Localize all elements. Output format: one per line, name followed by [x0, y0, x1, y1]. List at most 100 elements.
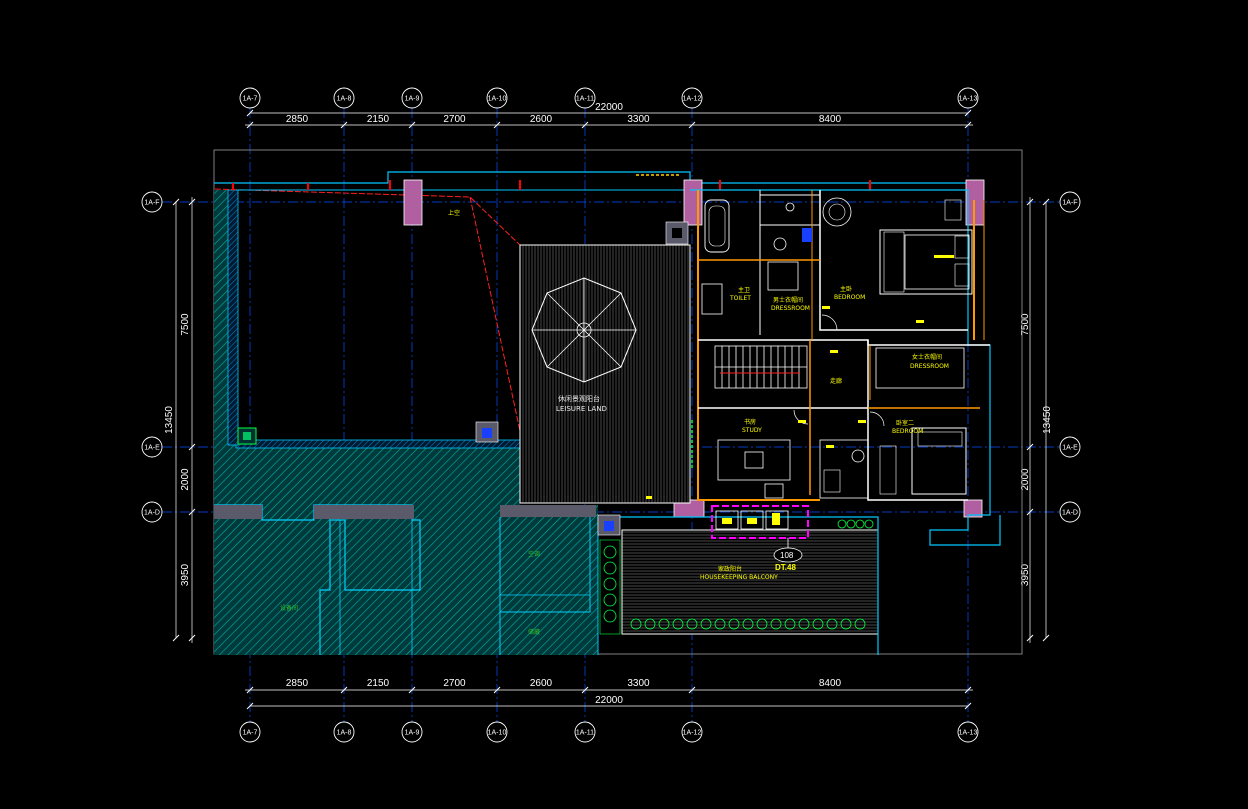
toilet-label-en: TOILET — [729, 295, 751, 302]
axis-bubble — [1059, 501, 1081, 523]
plant-icon — [658, 618, 670, 630]
red-boundary-line — [214, 188, 524, 446]
dimension-label: 2700 — [443, 114, 466, 125]
plant-icon — [742, 618, 754, 630]
bedroom2-label-en: BEDROOM — [892, 428, 923, 435]
svg-text:空调: 空调 — [528, 550, 540, 558]
dimension-label: 3950 — [180, 563, 191, 586]
dimension-label: 3300 — [627, 678, 650, 689]
top-wall — [214, 171, 968, 191]
plant-icon — [686, 618, 698, 630]
axis-bubble — [681, 721, 703, 743]
axis-label: 1A-12 — [683, 730, 702, 737]
callout-ref: DT.48 — [775, 563, 796, 572]
plant-icon — [784, 618, 796, 630]
dimension-label: 2600 — [530, 678, 553, 689]
svg-text:设备间: 设备间 — [280, 604, 298, 612]
grid-axes: 1A-71A-71A-81A-81A-91A-91A-101A-101A-111… — [141, 87, 1081, 743]
hatched-area: 设备间 空调 储藏 — [214, 189, 598, 655]
void-label: 上空 — [448, 209, 460, 217]
dimension-label: 2600 — [530, 114, 553, 125]
axis-bubble — [957, 721, 979, 743]
axis-label: 1A-10 — [488, 730, 507, 737]
axis-bubble — [1059, 191, 1081, 213]
axis-label: 1A-11 — [576, 96, 594, 103]
axis-label: 1A-F — [1062, 200, 1077, 207]
axis-bubble — [141, 191, 163, 213]
axis-label: 1A-E — [1062, 445, 1078, 452]
axis-label: 1A-9 — [405, 96, 420, 103]
axis-bubble — [141, 501, 163, 523]
walkin-label-en: DRESSROOM — [771, 305, 810, 312]
axis-bubble — [141, 436, 163, 458]
plant-icon — [700, 618, 712, 630]
axis-bubble — [239, 87, 261, 109]
annotation-marks — [646, 255, 954, 499]
dimension-label: 2850 — [286, 678, 309, 689]
plant-icon — [798, 618, 810, 630]
room-block — [690, 189, 1001, 546]
room-labels: 主卫 TOILET 男士衣帽间 DRESSROOM 主卧 BEDROOM 女士衣… — [729, 285, 949, 435]
axis-bubble — [486, 87, 508, 109]
plant-icon — [864, 519, 874, 529]
axis-bubble — [486, 721, 508, 743]
plant-icon — [714, 618, 726, 630]
axis-label: 1A-F — [144, 200, 159, 207]
axis-bubble — [401, 721, 423, 743]
axis-label: 1A-E — [144, 445, 160, 452]
svg-text:储藏: 储藏 — [528, 628, 540, 636]
study-label-cn: 书房 — [744, 418, 756, 426]
master-label-cn: 主卧 — [840, 285, 852, 293]
walkin-label-cn: 男士衣帽间 — [773, 296, 803, 304]
axis-bubble — [574, 87, 596, 109]
bedroom2-label-cn: 卧室二 — [896, 419, 914, 427]
axis-label: 1A-D — [144, 510, 160, 517]
overall-width-label: 22000 — [595, 102, 623, 113]
plant-icon — [603, 561, 617, 575]
plant-icon — [812, 618, 824, 630]
axis-bubble — [957, 87, 979, 109]
plant-icon — [603, 577, 617, 591]
balcony-label-cn: 家政阳台 — [718, 565, 742, 573]
axis-label: 1A-D — [1062, 510, 1078, 517]
plant-icon — [846, 519, 856, 529]
plant-icon — [855, 519, 865, 529]
dimension-label: 2700 — [443, 678, 466, 689]
overall-height-label: 13450 — [164, 406, 175, 434]
plant-icon — [603, 593, 617, 607]
axis-bubble — [401, 87, 423, 109]
axis-bubble — [574, 721, 596, 743]
axis-label: 1A-7 — [243, 730, 258, 737]
equipment-markers — [237, 221, 812, 536]
overall-width-label: 22000 — [595, 695, 623, 706]
dimension-label: 8400 — [819, 114, 842, 125]
callout-number: 108 — [780, 551, 794, 560]
axis-bubble — [333, 87, 355, 109]
axis-bubble — [239, 721, 261, 743]
dimension-label: 2000 — [1020, 468, 1031, 491]
axis-label: 1A-13 — [959, 730, 978, 737]
toilet-label-cn: 主卫 — [738, 286, 750, 294]
axis-bubble — [681, 87, 703, 109]
axis-label: 1A-9 — [405, 730, 420, 737]
plant-icon — [644, 618, 656, 630]
detail-callout: 108 DT.48 — [711, 505, 809, 572]
axis-label: 1A-11 — [576, 730, 594, 737]
dimension-label: 2850 — [286, 114, 309, 125]
axis-label: 1A-10 — [488, 96, 507, 103]
leisure-label-cn: 休闲景观阳台 — [558, 394, 600, 403]
dimension-label: 8400 — [819, 678, 842, 689]
axis-label: 1A-13 — [959, 96, 978, 103]
study-label-en: STUDY — [742, 427, 762, 434]
leisure-label-en: LEISURE LAND — [556, 405, 607, 413]
plant-icon — [672, 618, 684, 630]
plant-icon — [826, 618, 838, 630]
plant-icon — [728, 618, 740, 630]
plant-icon — [840, 618, 852, 630]
housekeeping-balcony: 家政阳台 HOUSEKEEPING BALCONY — [597, 516, 879, 655]
overall-height-label: 13450 — [1042, 406, 1053, 434]
plant-icon — [770, 618, 782, 630]
dimension-label: 7500 — [1020, 313, 1031, 336]
axis-label: 1A-8 — [337, 730, 352, 737]
